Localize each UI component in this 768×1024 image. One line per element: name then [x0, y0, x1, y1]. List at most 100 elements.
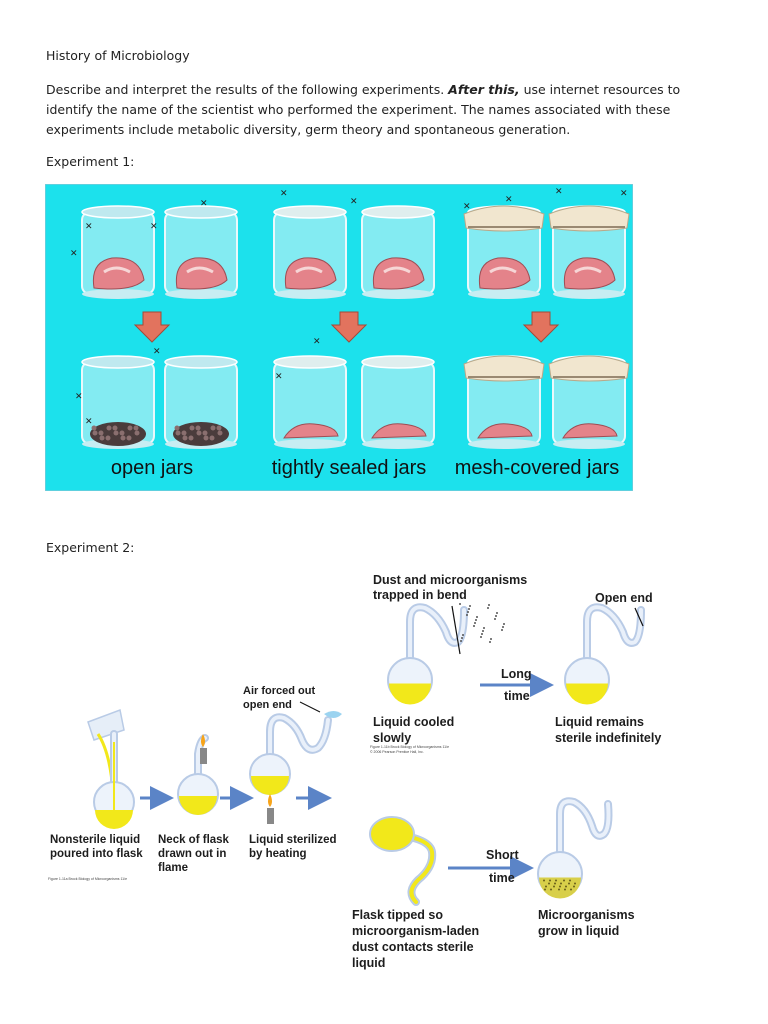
down-arrow — [330, 311, 368, 343]
fly: ✕ — [313, 337, 321, 347]
flame-icon — [201, 734, 205, 747]
meat — [562, 423, 618, 439]
fly: ✕ — [85, 417, 93, 427]
down-arrow — [522, 311, 560, 343]
air-pointer-line — [299, 701, 321, 713]
jar — [463, 355, 545, 449]
dust-pointer-line — [451, 605, 461, 655]
jar — [273, 355, 347, 449]
mesh-cover — [548, 355, 630, 382]
remains-label-2: sterile indefinitely — [555, 731, 661, 745]
flame-icon — [268, 794, 272, 807]
flask-heating — [249, 713, 332, 795]
jar — [548, 355, 630, 449]
jar — [81, 205, 155, 299]
beaker — [87, 708, 125, 741]
fly: ✕ — [620, 189, 628, 199]
tipped-label-1: Flask tipped so — [352, 908, 443, 922]
jar — [548, 205, 630, 299]
fly: ✕ — [275, 372, 283, 382]
grow-label-1: Microorganisms — [538, 908, 635, 922]
fly: ✕ — [200, 199, 208, 209]
grow-label-2: grow in liquid — [538, 924, 619, 938]
experiment-2-figure: Dust and microorganisms trapped in bend … — [48, 573, 661, 970]
mesh-cover — [548, 205, 630, 232]
instructions-emphasis: After this, — [448, 82, 520, 97]
flask-cooled — [387, 603, 468, 705]
flask-neck — [177, 734, 219, 815]
instructions-text-b: use internet resources to identify the n… — [46, 82, 681, 137]
mesh-cover — [463, 205, 545, 232]
fly: ✕ — [150, 222, 158, 232]
document-title: History of Microbiology — [46, 48, 190, 63]
cooled-label-1: Liquid cooled — [373, 715, 454, 729]
long-time-label-1: Long — [501, 667, 532, 681]
air-puff — [324, 711, 342, 718]
fly: ✕ — [463, 202, 471, 212]
heating-label-1: Liquid sterilized — [249, 834, 337, 846]
fly: ✕ — [350, 197, 358, 207]
jar — [81, 355, 155, 449]
label-open-jars: open jars — [111, 457, 193, 479]
fly: ✕ — [280, 189, 288, 199]
jar — [361, 205, 435, 299]
experiment-2-heading: Experiment 2: — [46, 540, 135, 555]
burner — [267, 808, 274, 824]
meat — [563, 257, 616, 290]
open-end-pointer-line — [634, 607, 644, 627]
nonsterile-label-1: Nonsterile liquid — [50, 834, 140, 846]
meat — [477, 423, 533, 439]
meat — [371, 423, 427, 439]
air-label-2: open end — [243, 699, 292, 711]
figure-credit-2: © 2006 Pearson Prentice Hall, Inc. — [370, 750, 424, 754]
open-end-label: Open end — [595, 591, 653, 605]
nonsterile-label-2: poured into flask — [50, 848, 143, 860]
flask-contaminated — [537, 797, 613, 899]
label-mesh-jars: mesh-covered jars — [455, 457, 620, 479]
short-time-label-2: time — [489, 871, 515, 885]
jar — [463, 205, 545, 299]
fly: ✕ — [505, 195, 513, 205]
fly: ✕ — [555, 187, 563, 197]
meat — [175, 257, 228, 290]
label-sealed-jars: tightly sealed jars — [272, 457, 427, 479]
short-time-label-1: Short — [486, 848, 519, 862]
remains-label-1: Liquid remains — [555, 715, 644, 729]
mesh-cover — [463, 355, 545, 382]
dust-particles — [459, 603, 505, 643]
flask-tipped — [369, 816, 437, 906]
meat — [284, 257, 337, 290]
instructions-text-a: Describe and interpret the results of th… — [46, 82, 449, 97]
figure-credit-3: Figure 1-11a Brock Biology of Microorgan… — [48, 877, 127, 881]
instructions-paragraph: Describe and interpret the results of th… — [46, 80, 726, 140]
experiment-1-heading: Experiment 1: — [46, 154, 135, 169]
cooled-label-2: slowly — [373, 731, 411, 745]
tipped-label-2: microorganism-laden — [352, 924, 479, 938]
jar — [273, 205, 347, 299]
meat — [478, 257, 531, 290]
meat — [283, 423, 339, 439]
neck-label-3: flame — [158, 862, 188, 874]
meat — [92, 257, 145, 290]
neck-label-2: drawn out in — [158, 848, 226, 860]
neck-label-1: Neck of flask — [158, 834, 230, 846]
burner — [200, 748, 207, 764]
fly: ✕ — [75, 392, 83, 402]
fly: ✕ — [85, 222, 93, 232]
long-time-label-2: time — [504, 689, 530, 703]
jar — [361, 355, 435, 449]
down-arrow — [133, 311, 171, 343]
fly: ✕ — [153, 347, 161, 357]
tipped-label-4: liquid — [352, 956, 385, 970]
tipped-label-3: dust contacts sterile — [352, 940, 474, 954]
dust-label-2: trapped in bend — [373, 588, 467, 602]
fly: ✕ — [70, 249, 78, 259]
dust-label-1: Dust and microorganisms — [373, 573, 527, 587]
jar — [164, 205, 238, 299]
meat — [372, 257, 425, 290]
experiment-1-figure: ✕ ✕ ✕ ✕ ✕ ✕ ✕ ✕ ✕ ✕ ✕ ✕ ✕ ✕ ✕ open jars tightly sealed… — [45, 184, 633, 491]
jar — [164, 355, 238, 449]
figure-credit-1: Figure 1-11b Brock Biology of Microorgan… — [370, 745, 449, 749]
flask-sterile — [564, 603, 645, 705]
air-label-1: Air forced out — [243, 685, 315, 697]
